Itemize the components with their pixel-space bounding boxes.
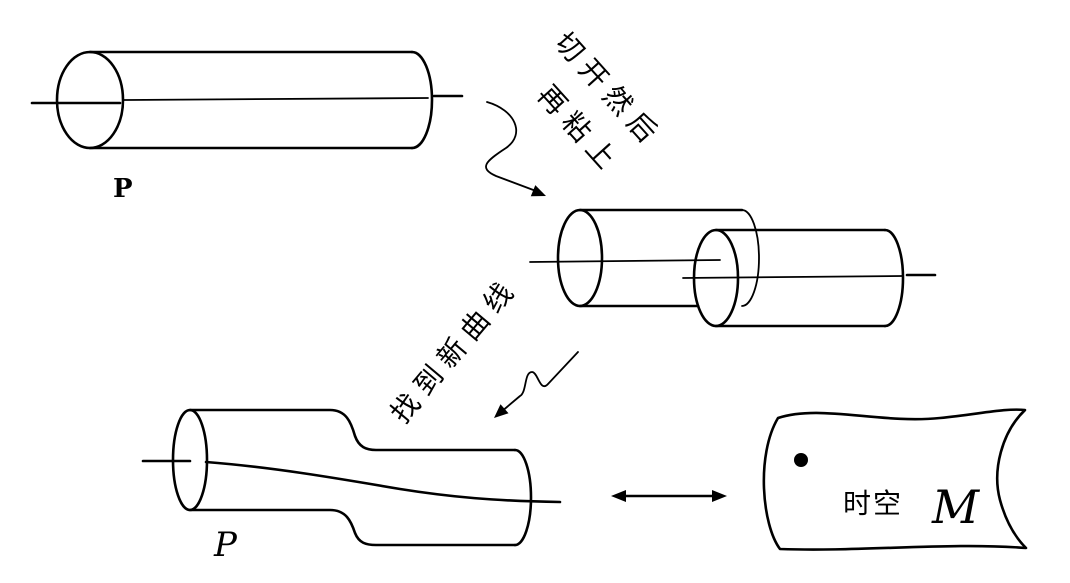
label-reglued-surface: P: [213, 525, 238, 565]
correspondence-arrow-head-left: [611, 490, 626, 502]
original-cylinder-right-cap: [410, 50, 434, 150]
correspondence-arrow-head-right: [712, 490, 727, 502]
label-original-surface: P: [113, 174, 133, 204]
spacetime-sheet: [762, 408, 1028, 551]
squiggle-arrow-2-head: [494, 404, 509, 418]
reglued-cylinder-right-cap: [513, 448, 533, 547]
spacetime-label: 时空: [843, 487, 903, 520]
cut-cylinder-a-left-face: [556, 208, 604, 308]
cut-cylinder-a-axis: [529, 259, 721, 263]
cut-cylinder-b-right-cap: [883, 228, 905, 328]
squiggle-arrow-2-shaft: [500, 351, 579, 413]
reglued-cylinder-bottom-edge: [188, 508, 517, 547]
squiggle-arrow-1: [485, 101, 546, 197]
cut-cylinders: [529, 208, 937, 328]
squiggle-arrow-1-head: [530, 185, 546, 197]
original-cylinder-left-face: [55, 50, 125, 150]
reglued-cylinder: [141, 408, 562, 547]
spacetime-event-dot: [794, 453, 808, 467]
squiggle-arrow-2: [494, 351, 579, 418]
correspondence-arrow: [611, 490, 727, 502]
new-curve-step: 找到新曲线: [384, 270, 525, 429]
cut-cylinder-a-right-cap: [741, 209, 760, 307]
original-cylinder: [30, 50, 464, 150]
original-cylinder-curve: [122, 97, 429, 101]
reglued-cylinder-top-edge: [188, 408, 517, 452]
spacetime-symbol: M: [931, 480, 981, 534]
squiggle-arrow-1-shaft: [485, 101, 537, 192]
cut-cylinder-b-axis: [682, 275, 904, 279]
new-curve: [204, 460, 562, 504]
spacetime-sheet-group: [762, 408, 1028, 551]
